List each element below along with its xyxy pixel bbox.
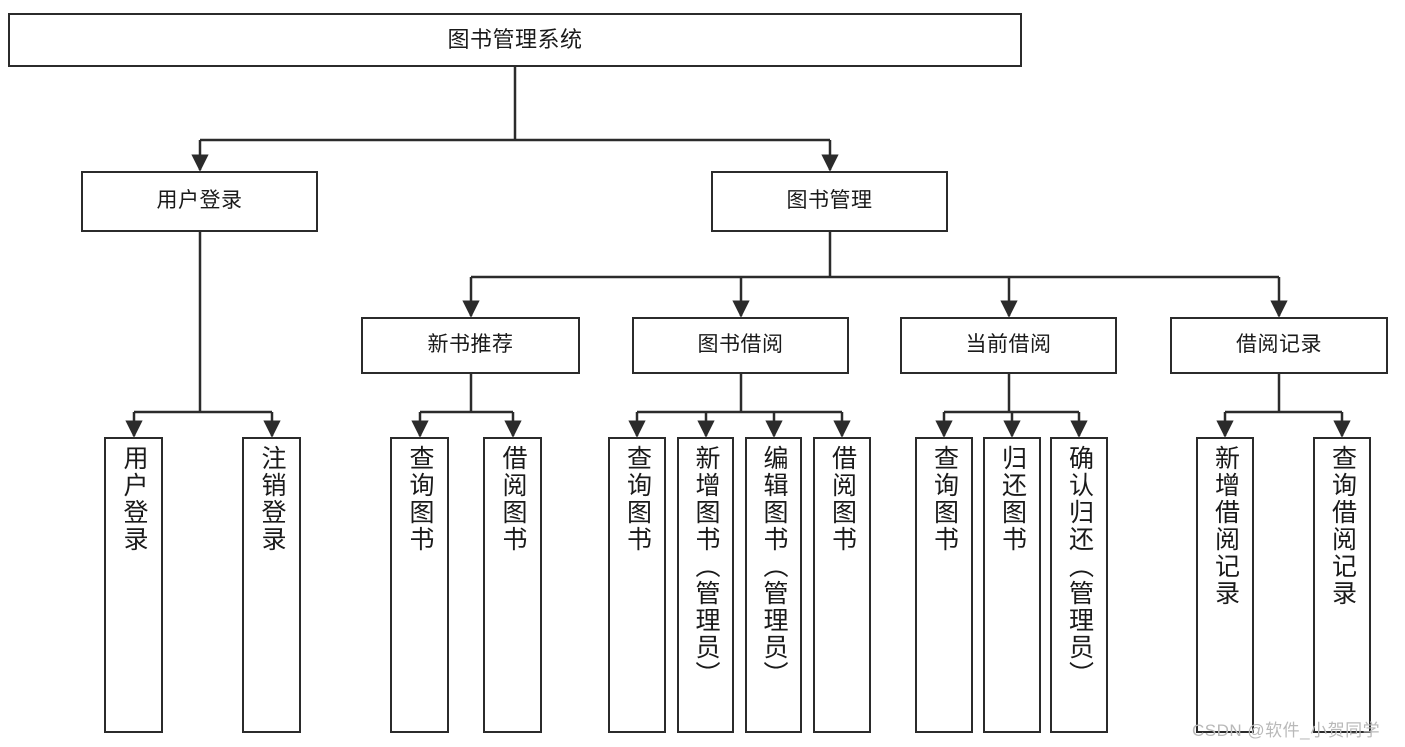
node-label: 新增借阅记录 [1211, 445, 1240, 607]
node-label: 新书推荐 [427, 333, 514, 357]
node-label: 当前借阅 [965, 333, 1052, 357]
node-leaf-cu-confirm[interactable]: 确认归还（管理员） [1050, 437, 1108, 733]
node-label: 查询图书 [406, 445, 434, 553]
node-label: 查询图书 [623, 445, 652, 553]
node-label: 确认归还（管理员） [1065, 445, 1094, 688]
node-bookmgmt[interactable]: 图书管理 [711, 171, 948, 232]
node-label: 注销登录 [258, 445, 286, 553]
node-label: 借阅图书 [499, 445, 527, 553]
node-leaf-bo-edit[interactable]: 编辑图书（管理员） [745, 437, 802, 733]
node-label: 归还图书 [998, 445, 1027, 553]
node-leaf-bo-borrow[interactable]: 借阅图书 [813, 437, 871, 733]
node-label: 图书借阅 [697, 333, 784, 357]
node-leaf-user-login[interactable]: 用户登录 [104, 437, 163, 733]
node-borrow[interactable]: 图书借阅 [632, 317, 849, 374]
node-leaf-cu-return[interactable]: 归还图书 [983, 437, 1041, 733]
node-leaf-re-add[interactable]: 新增借阅记录 [1196, 437, 1254, 733]
node-label: 查询图书 [930, 445, 959, 553]
node-label: 新增图书（管理员） [692, 445, 720, 688]
node-leaf-cu-query[interactable]: 查询图书 [915, 437, 973, 733]
csdn-watermark: CSDN @软件_小贺同学 [1192, 721, 1381, 740]
node-newbook[interactable]: 新书推荐 [361, 317, 580, 374]
node-leaf-bo-query[interactable]: 查询图书 [608, 437, 666, 733]
node-leaf-nb-query[interactable]: 查询图书 [390, 437, 449, 733]
node-label: 查询借阅记录 [1328, 445, 1357, 607]
node-current[interactable]: 当前借阅 [900, 317, 1117, 374]
node-root[interactable]: 图书管理系统 [8, 13, 1022, 67]
node-leaf-re-query[interactable]: 查询借阅记录 [1313, 437, 1371, 733]
node-label: 借阅图书 [828, 445, 857, 553]
node-leaf-bo-add[interactable]: 新增图书（管理员） [677, 437, 734, 733]
node-label: 用户登录 [120, 445, 148, 553]
node-label: 图书管理系统 [447, 27, 583, 53]
node-label: 图书管理 [786, 189, 873, 213]
node-record[interactable]: 借阅记录 [1170, 317, 1388, 374]
node-label: 编辑图书（管理员） [760, 445, 788, 688]
node-label: 用户登录 [156, 189, 243, 213]
node-label: 借阅记录 [1236, 333, 1322, 357]
node-leaf-user-logout[interactable]: 注销登录 [242, 437, 301, 733]
node-login[interactable]: 用户登录 [81, 171, 318, 232]
node-leaf-nb-borrow[interactable]: 借阅图书 [483, 437, 542, 733]
